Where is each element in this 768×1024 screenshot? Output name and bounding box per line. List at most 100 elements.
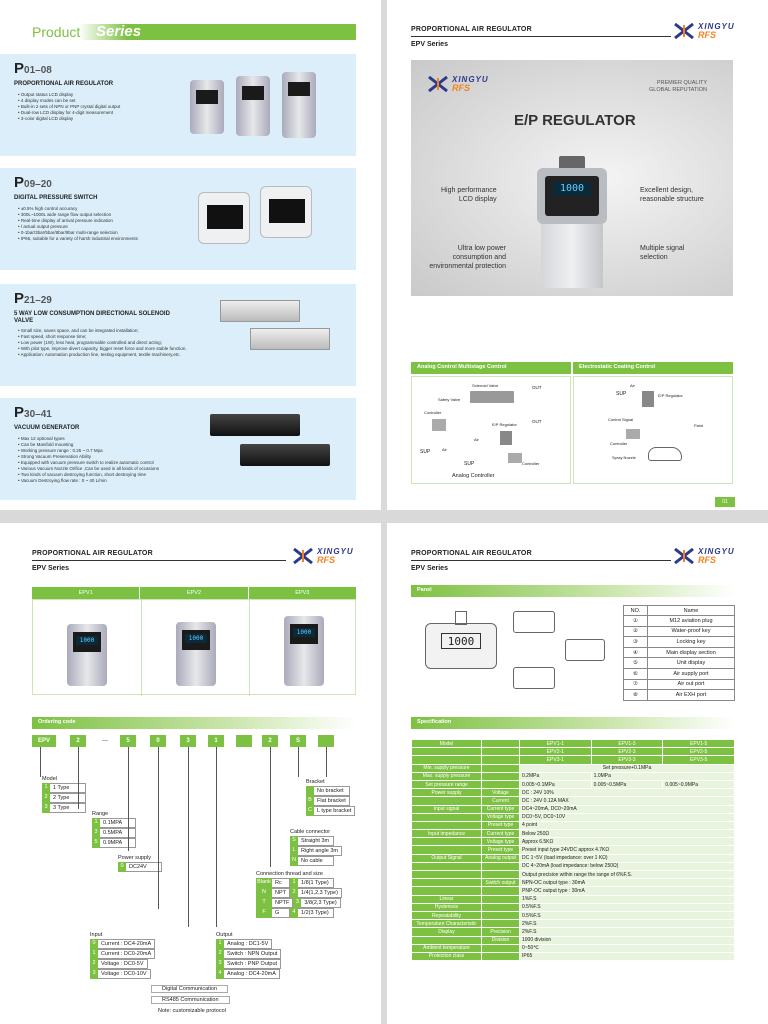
product-bullet: • Working pressure range : 0.25 ~ 0.7 Mp… — [18, 448, 103, 453]
spec-cell — [411, 755, 482, 765]
spec-cell: Input signal — [411, 804, 482, 814]
ordering-code-label: Ordering code — [38, 719, 76, 725]
option-cell: 2 — [216, 949, 224, 959]
page3-header-title: PROPORTIONAL AIR REGULATOR — [32, 550, 153, 557]
product-image — [190, 70, 340, 140]
panel-cell: Locking key — [647, 636, 735, 648]
code-box: EPV — [32, 735, 56, 747]
d1-solenoid: Solenoid Valve — [472, 383, 499, 388]
product-bullet: • Built-in 2 sets of NPN or PNP crystal … — [18, 104, 121, 109]
control-bar-2-label: Electrostatic Coating Control — [579, 364, 656, 370]
option-cell: Analog : DC1-5V — [224, 939, 273, 949]
spec-cell: Precision — [481, 927, 520, 937]
d2-spray: Spray Nozzle — [612, 455, 636, 460]
option-cell: 2 — [90, 959, 98, 969]
leader-line — [188, 747, 189, 927]
comm-option: Digital Communication — [151, 985, 229, 993]
product-bullet: • Two kinds of vacuum destroying functio… — [18, 472, 147, 477]
leader-line — [158, 747, 159, 909]
option-cell: L type bracket — [314, 806, 356, 816]
spec-cell: 0~50℃ — [519, 943, 735, 953]
hero-logo-b: RFS — [452, 83, 470, 93]
spec-cell: EPV1-3 — [590, 738, 664, 749]
product-bullet: • Dual-row LCD display for 4-digit measu… — [18, 110, 114, 115]
feature-design-2: reasonable structure — [640, 196, 704, 203]
product-image — [190, 300, 340, 370]
option-cell: 1/4(1,2,3 Type) — [298, 888, 342, 898]
model-image: 1000 — [141, 600, 249, 696]
code-box: 5 — [120, 735, 136, 747]
option-cell: 2 — [42, 793, 50, 803]
option-cell: 2 Type — [50, 793, 86, 803]
spec-cell: 1.0MPa — [590, 771, 736, 781]
product-block: P21–29 5 WAY LOW CONSUMPTION DIRECTIONAL… — [0, 284, 356, 386]
panel-lcd: 1000 — [441, 633, 481, 649]
spec-cell: Min. supply pressure — [411, 763, 482, 773]
spec-row: PNP-OC output type : 30mA — [411, 886, 735, 896]
model-lcd: 1000 — [293, 628, 315, 637]
product-bullet: • Output status LCD display — [18, 92, 74, 97]
option-cell: 3 Type — [50, 803, 86, 813]
d2-air: Air — [630, 383, 635, 388]
page3-header-rule — [32, 560, 286, 561]
spec-cell: Temperature Characteristic — [411, 919, 482, 929]
spec-cell: 1000 division — [519, 935, 735, 945]
option-cell: 0 — [118, 862, 126, 872]
spec-cell — [481, 894, 520, 904]
spec-cell: DC 4~20mA (load impedance: below 250Ω) — [519, 861, 735, 872]
spec-cell: Output precision within range the range … — [519, 869, 735, 880]
model-image: 1000 — [249, 600, 357, 696]
spec-cell: Preset type — [481, 845, 520, 855]
spec-cell: 0.5%F.S — [519, 902, 735, 912]
catalog-page-4: PROPORTIONAL AIR REGULATOR EPV Series XI… — [387, 523, 768, 1024]
option-cell — [306, 786, 314, 796]
page4-logo-b: RFS — [698, 555, 716, 565]
spec-cell: 4 point — [519, 820, 735, 831]
option-cell: 2 — [290, 888, 298, 898]
ordering-code-bar: Ordering code — [32, 717, 356, 729]
option-cell: Current : DC4-20mA — [98, 939, 156, 949]
spec-cell — [481, 902, 520, 912]
leader-line — [326, 747, 327, 777]
product-bullet: • Max 12 optional types — [18, 436, 65, 441]
product-bullets: • Small size, saves space, and can be in… — [14, 328, 187, 358]
d1-ep: E/P Regulator — [492, 422, 517, 427]
d1-controller-1: Controller — [424, 410, 442, 415]
spec-cell: Output Signal — [411, 853, 482, 863]
spec-cell: Current type — [481, 804, 520, 814]
d2-ep: E/P Regulator — [658, 393, 683, 398]
spec-cell: Preset type — [481, 820, 520, 831]
option-cell: 1 — [290, 878, 298, 888]
option-cell: T — [256, 898, 272, 908]
option-cell: 0 — [90, 939, 98, 949]
product-code: P21–29 — [14, 290, 52, 307]
product-bullet: • Strong Vacuum Preservation Ability — [18, 454, 92, 459]
feature-power-1: Ultra low power — [457, 245, 506, 252]
catalog-page-3: PROPORTIONAL AIR REGULATOR EPV Series XI… — [0, 523, 381, 1024]
option-cell: Rc — [272, 878, 290, 888]
option-cell: Straight 3m — [298, 836, 334, 846]
product-bullet: • ±0.5% high control accuracy — [18, 206, 78, 211]
feature-signal-1: Multiple signal — [640, 245, 685, 252]
code-box: S — [290, 735, 306, 747]
d1-air-1: Air — [474, 437, 479, 442]
panel-cell: ⑦ — [623, 678, 648, 691]
